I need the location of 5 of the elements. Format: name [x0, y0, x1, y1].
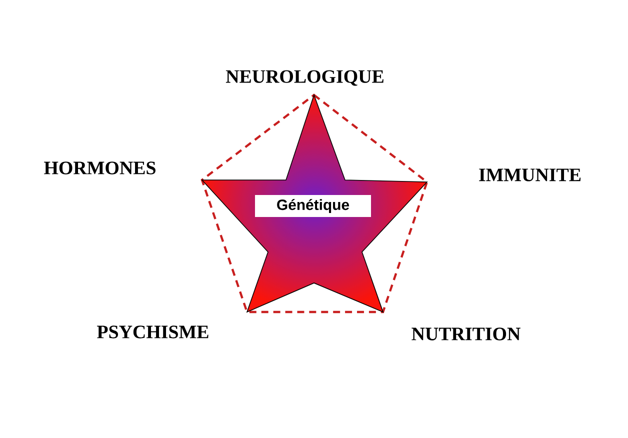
axis-label: PSYCHISME	[97, 326, 208, 338]
axis-label: NUTRITION	[412, 328, 520, 340]
axis-label: NEUROLOGIQUE	[226, 70, 384, 86]
axis-label: IMMUNITE	[479, 168, 581, 182]
axis-label: HORMONES	[44, 162, 156, 174]
